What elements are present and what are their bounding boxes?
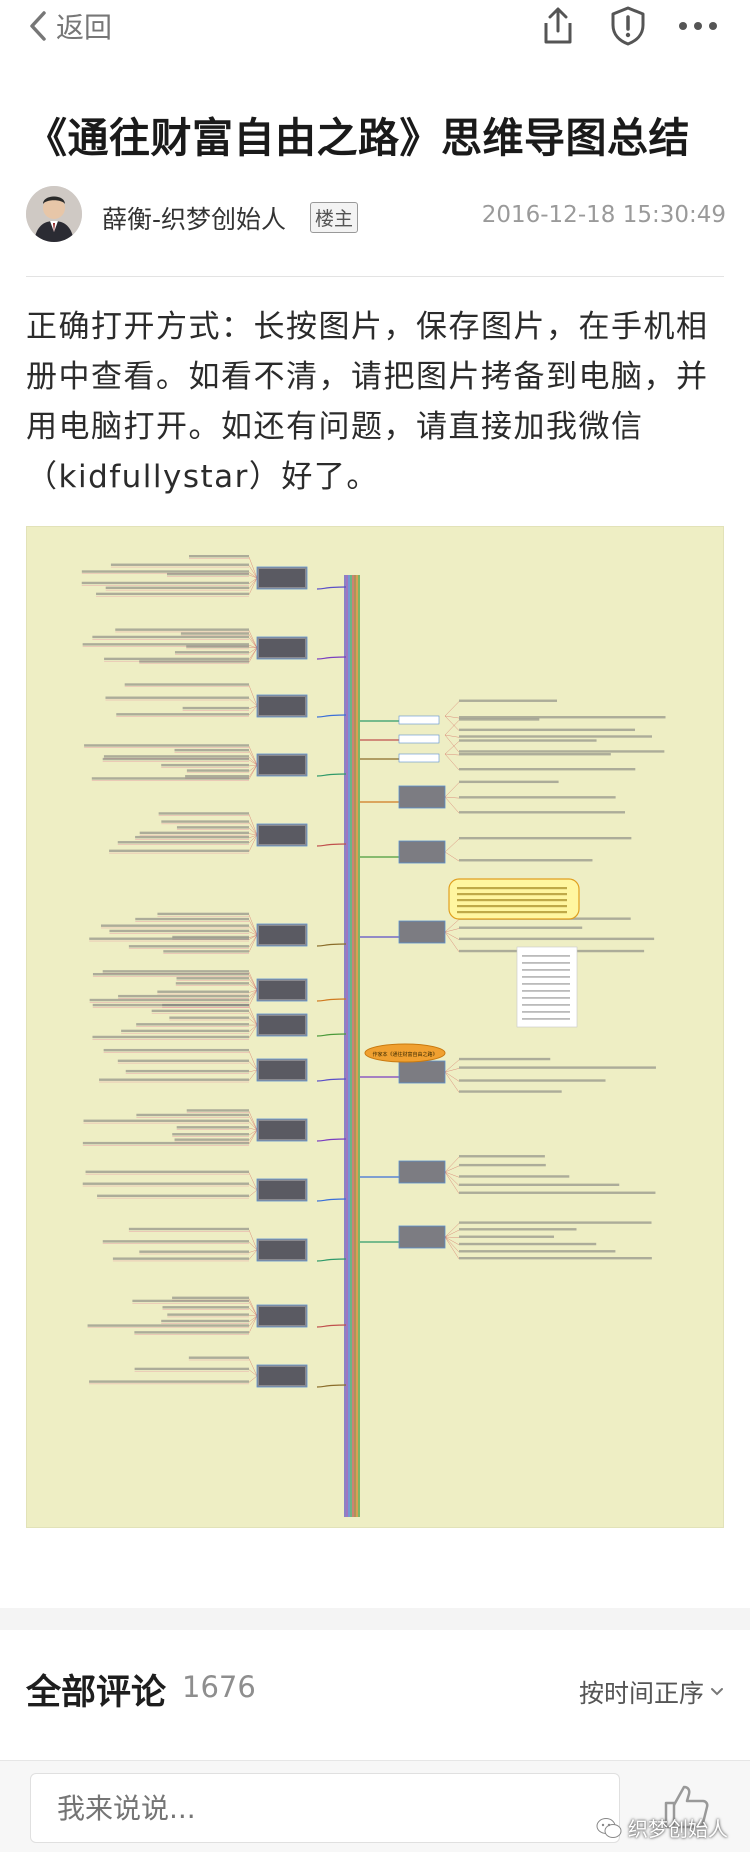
section-separator xyxy=(0,1608,750,1630)
wechat-icon xyxy=(596,1817,622,1838)
post-timestamp: 2016-12-18 15:30:49 xyxy=(481,202,726,228)
more-button[interactable] xyxy=(668,2,728,50)
chevron-left-icon xyxy=(30,11,46,41)
comment-composer: 织梦创始人 xyxy=(0,1760,750,1852)
author-row: 薛衡-织梦创始人 楼主 2016-12-18 15:30:49 xyxy=(26,186,726,248)
watermark: 织梦创始人 xyxy=(596,1813,728,1842)
author-name[interactable]: 薛衡-织梦创始人 xyxy=(102,205,287,234)
body-line: 正确打开方式：长按图片，保存图片，在手机相 xyxy=(26,309,709,345)
comments-header: 全部评论 1676 按时间正序 xyxy=(0,1630,750,1750)
shield-alert-icon xyxy=(611,6,645,46)
comments-title: 全部评论 xyxy=(26,1673,167,1713)
divider xyxy=(26,276,724,277)
back-button[interactable]: 返回 xyxy=(28,6,112,46)
top-nav-bar: 返回 xyxy=(0,0,750,52)
mindmap-image[interactable]: 作家本《通往财富自由之路》 xyxy=(26,526,724,1528)
sort-label: 按时间正序 xyxy=(578,1679,704,1708)
body-line: 用电脑打开。如还有问题，请直接加我微信 xyxy=(26,409,644,445)
thumbs-up-icon xyxy=(664,1785,709,1829)
mindmap-canvas: 作家本《通往财富自由之路》 xyxy=(81,555,666,1517)
back-label: 返回 xyxy=(56,11,113,44)
op-badge: 楼主 xyxy=(310,202,359,233)
chevron-down-icon xyxy=(711,1688,723,1696)
comment-input[interactable] xyxy=(30,1773,620,1843)
share-icon xyxy=(544,7,572,44)
comments-count: 1676 xyxy=(182,1670,256,1704)
body-line: 册中查看。如看不清，请把图片拷备到电脑，并 xyxy=(26,359,709,395)
article-title: 《通往财富自由之路》思维导图总结 xyxy=(26,114,690,162)
sort-toggle[interactable]: 按时间正序 xyxy=(579,1674,724,1710)
watermark-text: 织梦创始人 xyxy=(628,1817,728,1841)
like-button[interactable] xyxy=(660,1781,716,1837)
avatar-image xyxy=(26,186,82,242)
body-line: （kidfullystar）好了。 xyxy=(26,459,379,495)
avatar[interactable] xyxy=(26,186,82,242)
central-topic-label: 作家本《通往财富自由之路》 xyxy=(372,1051,437,1058)
more-icon xyxy=(679,22,717,30)
article-body: 正确打开方式：长按图片，保存图片，在手机相 册中查看。如看不清，请把图片拷备到电… xyxy=(26,302,728,502)
share-button[interactable] xyxy=(528,2,588,50)
central-topic: 作家本《通往财富自由之路》 xyxy=(364,1043,446,1063)
report-button[interactable] xyxy=(598,2,658,50)
